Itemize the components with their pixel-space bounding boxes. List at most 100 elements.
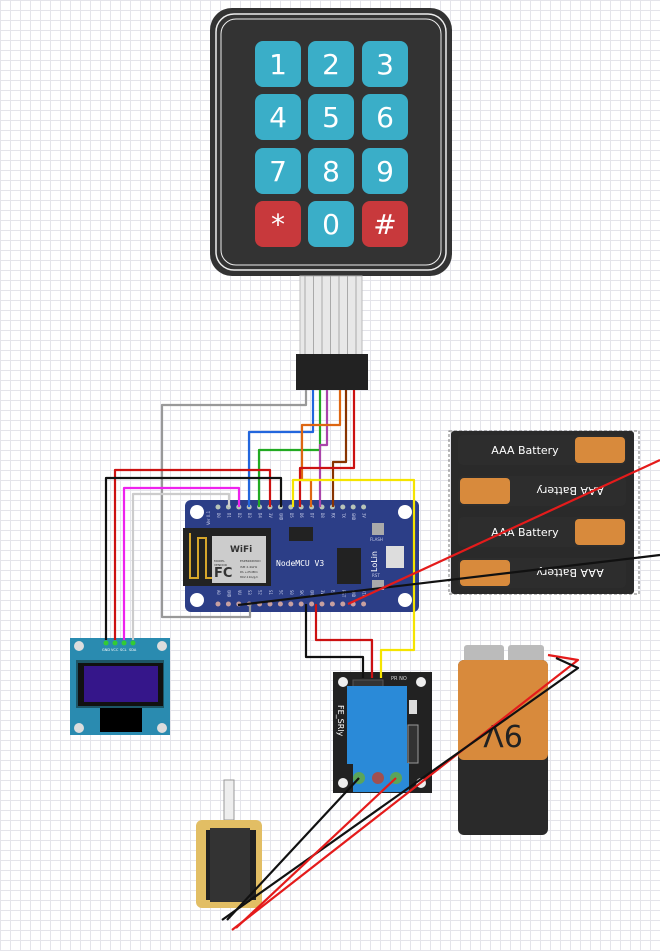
svg-text:VIN: VIN <box>362 590 367 598</box>
keypad-key-3[interactable]: 3 <box>362 41 408 87</box>
oled-screen <box>84 666 158 702</box>
key-label: 2 <box>322 48 340 81</box>
flash-button[interactable] <box>372 523 384 535</box>
svg-text:RX: RX <box>330 513 335 518</box>
wifi-logo: WiFi <box>230 545 252 555</box>
pin-TX[interactable] <box>340 504 346 510</box>
svg-text:D4: D4 <box>258 513 263 518</box>
keypad-ribbon-cable <box>296 275 368 390</box>
pin-GND[interactable] <box>225 601 231 607</box>
svg-text:D5: D5 <box>289 513 294 518</box>
fc-logo: FC <box>214 566 232 581</box>
pin-GND[interactable] <box>350 504 356 510</box>
keypad-key-7[interactable]: 7 <box>255 148 301 194</box>
keypad-connector <box>296 354 368 390</box>
svg-text:PA +25dBm: PA +25dBm <box>240 570 258 574</box>
svg-text:D0: D0 <box>216 513 221 518</box>
svg-text:D3: D3 <box>247 513 252 518</box>
key-label: 1 <box>269 48 287 81</box>
key-label: 9 <box>376 155 394 188</box>
keypad-key-1[interactable]: 1 <box>255 41 301 87</box>
pin-S0[interactable] <box>288 601 294 607</box>
lolin-label: LoLin <box>370 551 379 572</box>
svg-text:RST: RST <box>341 590 346 598</box>
aaa-battery: AAA Battery <box>458 476 626 506</box>
svg-text:3V: 3V <box>268 513 273 518</box>
battery-9v: 9V <box>458 645 548 835</box>
svg-text:D7: D7 <box>310 513 315 518</box>
pin-D0[interactable] <box>215 504 221 510</box>
aaa-battery: AAA Battery <box>458 558 626 588</box>
key-label: 8 <box>322 155 340 188</box>
keypad-key-0[interactable]: 0 <box>308 201 354 247</box>
svg-text:SK: SK <box>299 590 304 595</box>
keypad-key-5[interactable]: 5 <box>308 94 354 140</box>
svg-text:VENDOR: VENDOR <box>214 563 227 567</box>
key-label: 3 <box>376 48 394 81</box>
keypad-key-*[interactable]: * <box>255 201 301 247</box>
svg-text:D8: D8 <box>320 513 325 518</box>
key-label: 6 <box>376 101 394 134</box>
keypad-key-2[interactable]: 2 <box>308 41 354 87</box>
svg-text:802.11b/g/n: 802.11b/g/n <box>240 575 258 579</box>
pin-VIN[interactable] <box>361 601 367 607</box>
svg-text:S2: S2 <box>258 590 263 595</box>
key-label: 0 <box>322 208 340 241</box>
oled-pin-label: GND <box>102 648 110 652</box>
svg-text:GND: GND <box>226 590 231 598</box>
pin-GND[interactable] <box>309 601 315 607</box>
relay-module: PR NO FE_SRly <box>333 672 432 793</box>
svg-text:D2: D2 <box>237 513 242 518</box>
solenoid-lock <box>196 779 262 908</box>
svg-text:GND: GND <box>351 590 356 598</box>
svg-text:Ver 0.1: Ver 0.1 <box>206 510 211 525</box>
oled-pin-label: VCC <box>111 648 119 652</box>
svg-text:D1: D1 <box>226 513 231 518</box>
svg-text:GND: GND <box>351 513 356 521</box>
pin-3V[interactable] <box>319 601 325 607</box>
key-label: 5 <box>322 101 340 134</box>
key-label: * <box>271 208 285 241</box>
svg-text:S0: S0 <box>289 590 294 595</box>
aaa-battery: AAA Battery <box>458 435 626 465</box>
pin-S1[interactable] <box>267 601 273 607</box>
keypad-key-9[interactable]: 9 <box>362 148 408 194</box>
svg-text:MODEL: MODEL <box>214 559 225 563</box>
keypad-key-6[interactable]: 6 <box>362 94 408 140</box>
rst-button[interactable] <box>372 580 384 590</box>
board-title: NodeMCU V3 <box>276 559 324 568</box>
nodemcu-board: WiFi FC MODEL VENDOR ESP8266MOD ISM 2.4G… <box>183 500 419 612</box>
pin-3V[interactable] <box>361 504 367 510</box>
keypad-key-4[interactable]: 4 <box>255 94 301 140</box>
svg-text:GND: GND <box>278 513 283 521</box>
svg-text:FLASH: FLASH <box>370 537 383 542</box>
relay-label: FE_SRly <box>336 705 345 737</box>
key-label: 4 <box>269 101 287 134</box>
svg-text:D6: D6 <box>299 513 304 518</box>
svg-text:S3: S3 <box>247 590 252 595</box>
oled-pin-label: SDA <box>129 648 137 652</box>
pin-SK[interactable] <box>298 601 304 607</box>
pin-SC[interactable] <box>277 601 283 607</box>
svg-text:S1: S1 <box>268 590 273 595</box>
wires <box>104 390 660 931</box>
battery-9v-label: 9V <box>483 717 523 752</box>
svg-text:RST: RST <box>372 573 380 578</box>
key-label: # <box>373 208 396 241</box>
pin-RST[interactable] <box>340 601 346 607</box>
pin-EN[interactable] <box>329 601 335 607</box>
svg-text:PR NO: PR NO <box>391 676 407 682</box>
keypad-key-#[interactable]: # <box>362 201 408 247</box>
svg-text:VU: VU <box>237 590 242 595</box>
relay-coil <box>347 686 407 764</box>
usb-chip <box>337 548 361 584</box>
keypad-key-8[interactable]: 8 <box>308 148 354 194</box>
pin-A0[interactable] <box>215 601 221 607</box>
micro-usb-port <box>386 546 404 568</box>
svg-text:GND: GND <box>310 590 315 598</box>
svg-text:SC: SC <box>278 590 283 595</box>
